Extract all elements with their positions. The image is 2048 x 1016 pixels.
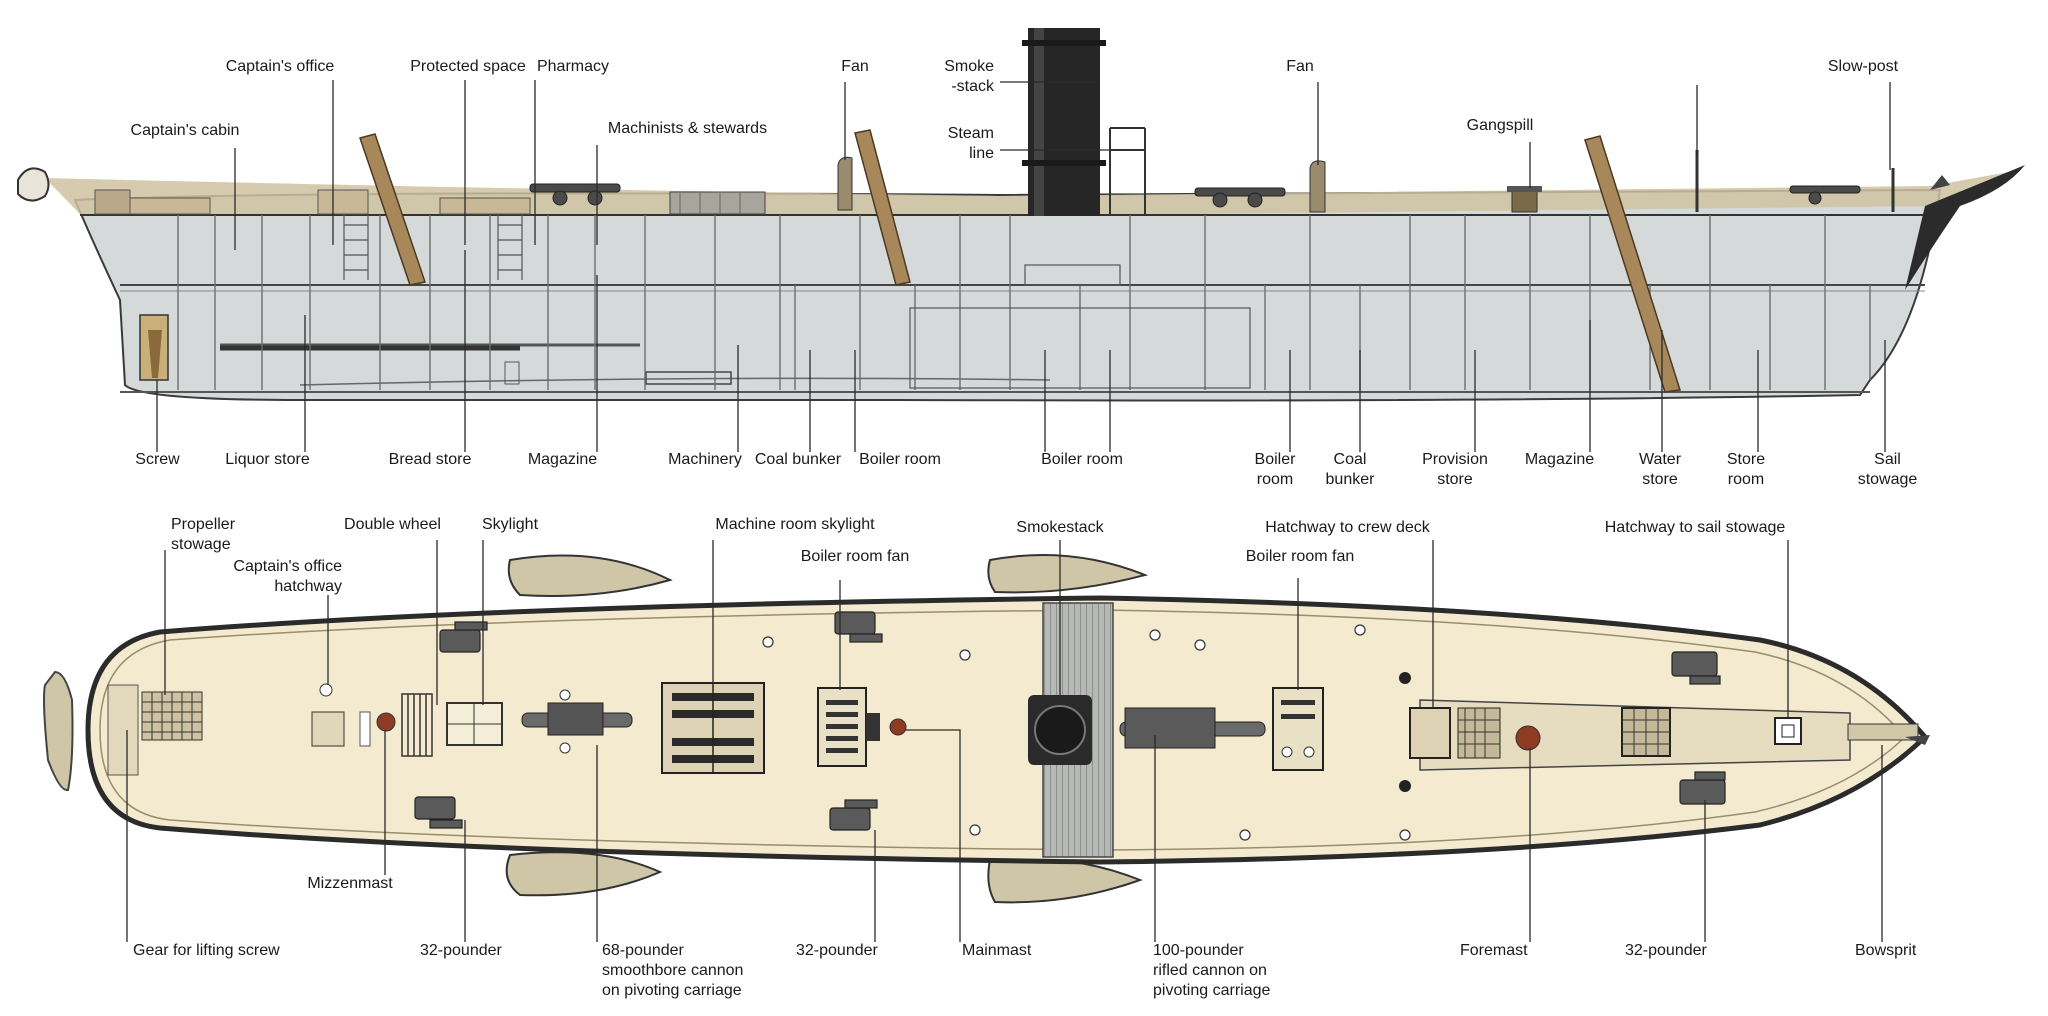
label-magazine-aft: Magazine	[527, 451, 598, 468]
label-double-wheel: Double wheel	[344, 516, 441, 533]
label-coal-bunker-fwd: Coal bunker	[1325, 451, 1375, 488]
label-68-pounder: 68-pounder smoothbore cannon on pivoting…	[602, 942, 744, 999]
plan-deck	[85, 595, 1929, 865]
label-magazine-fwd: Magazine	[1524, 451, 1595, 468]
label-boiler-room-aft: Boiler room	[859, 451, 941, 468]
label-smokestack-profile: Smoke -stack	[944, 58, 994, 95]
label-liquor-store: Liquor store	[225, 451, 310, 468]
leader-lines	[126, 80, 1891, 942]
profile-mainmast	[854, 129, 911, 286]
profile-mizzenmast	[359, 133, 426, 286]
label-machinery: Machinery	[668, 451, 742, 468]
label-machinists-stewards: Machinists & stewards	[607, 120, 768, 137]
label-gangspill: Gangspill	[1466, 117, 1534, 134]
label-sail-stowage: Sail stowage	[1857, 451, 1918, 488]
label-boiler-room-fwd: Boiler room	[1254, 451, 1296, 488]
label-pharmacy: Pharmacy	[536, 58, 610, 75]
label-store-room: Store room	[1726, 451, 1766, 488]
plan-boats	[505, 554, 1149, 904]
plan-view	[43, 554, 1930, 904]
profile-bulkheads	[177, 215, 1871, 390]
label-bread-store: Bread store	[388, 451, 472, 468]
label-boiler-room-mid: Boiler room	[1041, 451, 1123, 468]
label-hatchway-sail-stowage: Hatchway to sail stowage	[1604, 519, 1786, 536]
profile-view	[17, 28, 2025, 402]
label-32-pounder-fwd: 32-pounder	[1625, 942, 1707, 959]
label-slow-post: Slow-post	[1827, 58, 1899, 75]
label-smokestack-plan: Smokestack	[1016, 519, 1104, 536]
label-coal-bunker-aft: Coal bunker	[754, 451, 842, 468]
label-mizzenmast: Mizzenmast	[307, 875, 393, 892]
label-fan-fwd: Fan	[1286, 58, 1314, 75]
plan-cannons	[414, 611, 1726, 831]
label-mainmast: Mainmast	[962, 942, 1032, 959]
label-bowsprit: Bowsprit	[1855, 942, 1917, 959]
profile-foremast	[1584, 135, 1681, 393]
label-screw: Screw	[135, 451, 180, 468]
label-captains-office-hatchway: Captain's office hatchway	[233, 558, 342, 595]
label-propeller-stowage: Propeller stowage	[171, 516, 236, 553]
label-32-pounder-aft: 32-pounder	[420, 942, 502, 959]
label-foremast: Foremast	[1460, 942, 1528, 959]
profile-cannons	[529, 183, 1861, 208]
label-provision-store: Provision store	[1422, 451, 1488, 488]
label-32-pounder-mid: 32-pounder	[796, 942, 878, 959]
label-steam-line: Steam line	[947, 125, 994, 162]
label-100-pounder: 100-pounder rifled cannon on pivoting ca…	[1153, 942, 1271, 999]
label-boiler-room-fan-fwd: Boiler room fan	[1245, 548, 1355, 565]
label-gear-lifting-screw: Gear for lifting screw	[133, 942, 280, 959]
label-fan-aft: Fan	[841, 58, 869, 75]
label-hatchway-crew-deck: Hatchway to crew deck	[1265, 519, 1430, 536]
label-skylight: Skylight	[481, 516, 539, 533]
label-protected-space: Protected space	[410, 58, 526, 75]
label-water-store: Water store	[1638, 451, 1682, 488]
label-captains-cabin: Captain's cabin	[130, 122, 240, 139]
label-machine-room-skylight: Machine room skylight	[715, 516, 875, 533]
label-boiler-room-fan-aft: Boiler room fan	[800, 548, 910, 565]
label-captains-office: Captain's office	[225, 58, 335, 75]
